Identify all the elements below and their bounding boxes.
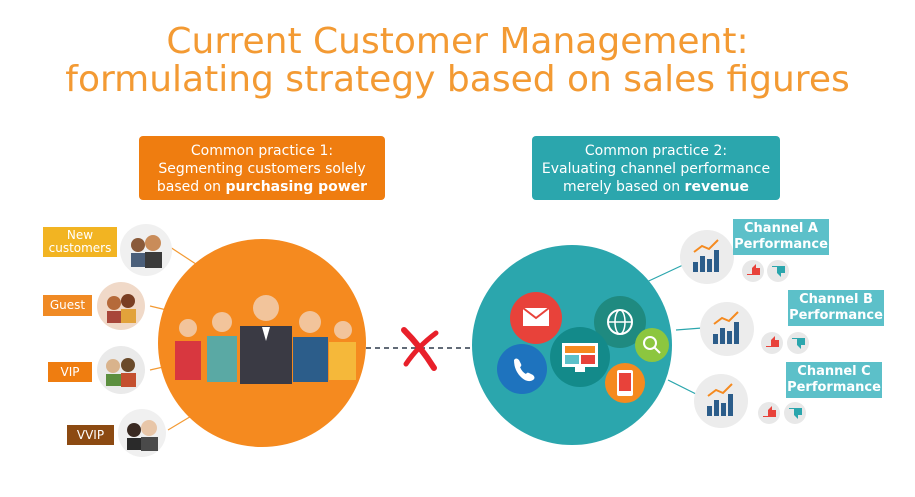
channel-a-chart — [680, 230, 789, 284]
segment-vvip-text: VVIP — [76, 427, 105, 442]
practice-1-line-2: Segmenting customers solely — [158, 161, 366, 177]
new-customers-avatar — [120, 224, 172, 276]
practice-1-emphasis: purchasing power — [225, 179, 368, 195]
segment-vip-text: VIP — [60, 364, 80, 379]
web-icon — [594, 296, 646, 348]
segment-avatars — [97, 224, 172, 457]
common-practice-2-box: Common practice 2: Evaluating channel pe… — [532, 136, 780, 200]
bar-chart-icon — [707, 383, 733, 416]
segment-new-line-1: New — [66, 228, 94, 242]
common-practice-1-box: Common practice 1: Segmenting customers … — [139, 136, 385, 200]
vvip-avatar — [118, 409, 166, 457]
channel-c-chart — [694, 374, 806, 428]
channel-c-line-2: Performance — [787, 380, 881, 395]
bar-chart-icon — [693, 239, 719, 272]
practice-1-heading: Common practice 1: — [190, 143, 334, 159]
bar-chart-icon — [713, 311, 739, 344]
phone-icon — [497, 344, 547, 394]
practice-2-emphasis: revenue — [684, 179, 749, 195]
channel-b-line-1: Channel B — [799, 292, 873, 307]
segment-label-vip: VIP — [48, 362, 92, 382]
segment-label-vvip: VVIP — [67, 425, 114, 445]
practice-1-prefix: based on — [156, 179, 226, 195]
channel-c-line-1: Channel C — [797, 364, 871, 379]
vip-avatar — [97, 346, 145, 394]
monitor-icon — [550, 327, 610, 387]
practice-1-line-3: based on purchasing power — [147, 178, 377, 196]
disconnect-x-icon — [401, 327, 439, 371]
channel-a-line-1: Channel A — [744, 221, 818, 236]
segment-guest-text: Guest — [49, 298, 86, 312]
channel-b-line-2: Performance — [789, 308, 883, 323]
segment-new-line-2: customers — [48, 241, 112, 255]
email-icon — [510, 292, 562, 344]
practice-2-line-2: Evaluating channel performance — [541, 161, 771, 177]
channel-b-chart — [700, 302, 809, 356]
segment-label-guest: Guest — [43, 295, 92, 316]
title-line-2: formulating strategy based on sales figu… — [65, 59, 850, 100]
title-line-1: Current Customer Management: — [166, 21, 749, 62]
practice-2-line-3: merely based on revenue — [540, 178, 772, 196]
practice-2-prefix: merely based on — [563, 179, 685, 195]
channel-a-line-2: Performance — [734, 237, 828, 252]
people-group-icon — [175, 295, 356, 384]
search-icon — [635, 328, 669, 362]
guest-avatar — [97, 282, 145, 330]
practice-2-heading: Common practice 2: — [584, 143, 728, 159]
mobile-icon — [605, 363, 645, 403]
